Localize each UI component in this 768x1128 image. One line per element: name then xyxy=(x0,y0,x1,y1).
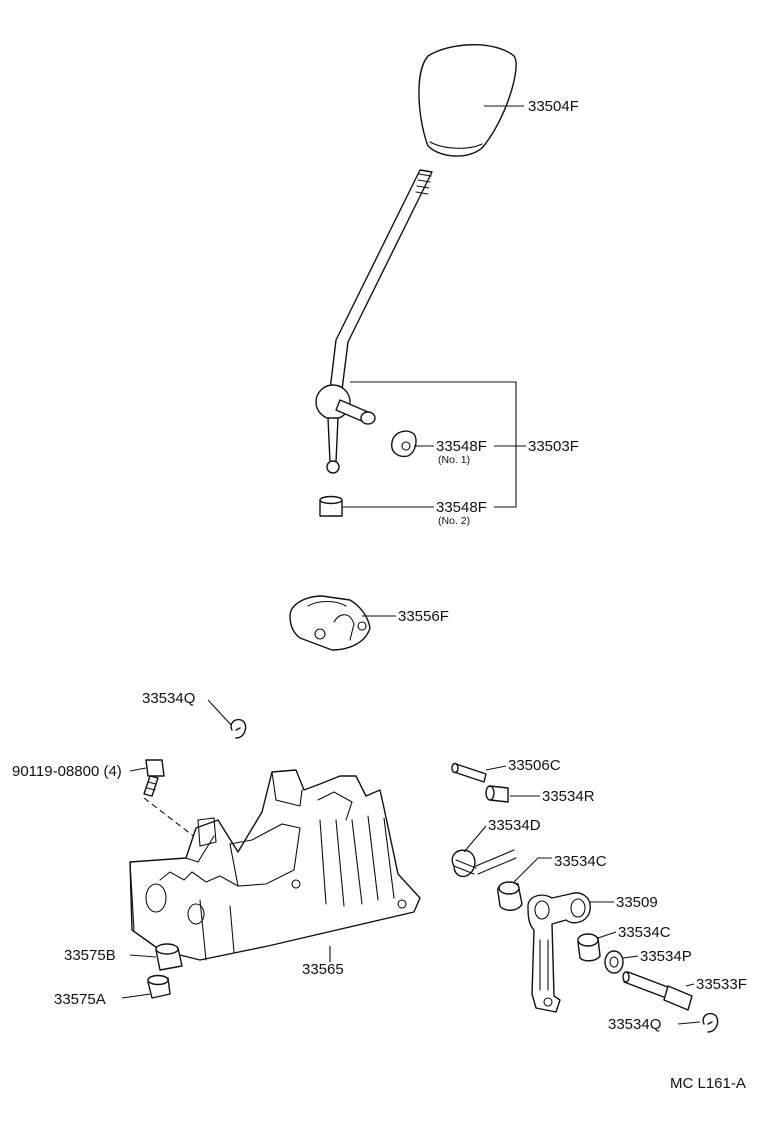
bush-a xyxy=(147,974,171,999)
label-collar-c-lower: 33534C xyxy=(618,924,671,941)
label-bushing-1-note: (No. 1) xyxy=(438,454,470,466)
label-bushing-1: 33548F xyxy=(436,438,487,455)
label-bush-b: 33575B xyxy=(64,947,116,964)
label-pin: 33506C xyxy=(508,757,561,774)
shift-lever xyxy=(315,169,433,474)
pin xyxy=(451,762,487,783)
label-retainer: 33556F xyxy=(398,608,449,625)
e-clip-upper xyxy=(230,718,247,739)
washer-p xyxy=(604,950,624,974)
collar-c-upper xyxy=(497,881,523,911)
label-spring: 33534D xyxy=(488,817,541,834)
lever-link xyxy=(527,892,591,1013)
label-lever-assy: 33503F xyxy=(528,438,579,455)
bolt xyxy=(143,759,165,797)
label-bushing-r: 33534R xyxy=(542,788,595,805)
bush-b xyxy=(155,943,183,971)
collar-c-lower xyxy=(577,933,601,962)
shift-knob xyxy=(418,44,517,157)
label-bolt: 90119-08800 (4) xyxy=(12,763,122,780)
label-bushing-2: 33548F xyxy=(436,499,487,516)
bushing-no2 xyxy=(319,495,343,517)
label-collar-c-upper: 33534C xyxy=(554,853,607,870)
label-bush-a: 33575A xyxy=(54,991,106,1008)
label-knob: 33504F xyxy=(528,98,579,115)
bushing-r xyxy=(485,785,509,803)
figure-code: MC L161-A xyxy=(670,1075,746,1092)
label-lever-link: 33509 xyxy=(616,894,658,911)
label-housing: 33565 xyxy=(302,961,344,978)
label-clip-upper: 33534Q xyxy=(142,690,195,707)
e-clip-lower xyxy=(702,1012,719,1033)
shift-lever-housing xyxy=(129,769,421,961)
label-clip-lower: 33534Q xyxy=(608,1016,661,1033)
shift-retainer xyxy=(289,595,371,651)
bushing-no1 xyxy=(391,430,417,458)
label-washer-p: 33534P xyxy=(640,948,692,965)
shaft xyxy=(622,971,693,1011)
label-bushing-2-note: (No. 2) xyxy=(438,515,470,527)
spring xyxy=(451,849,517,878)
label-shaft: 33533F xyxy=(696,976,747,993)
